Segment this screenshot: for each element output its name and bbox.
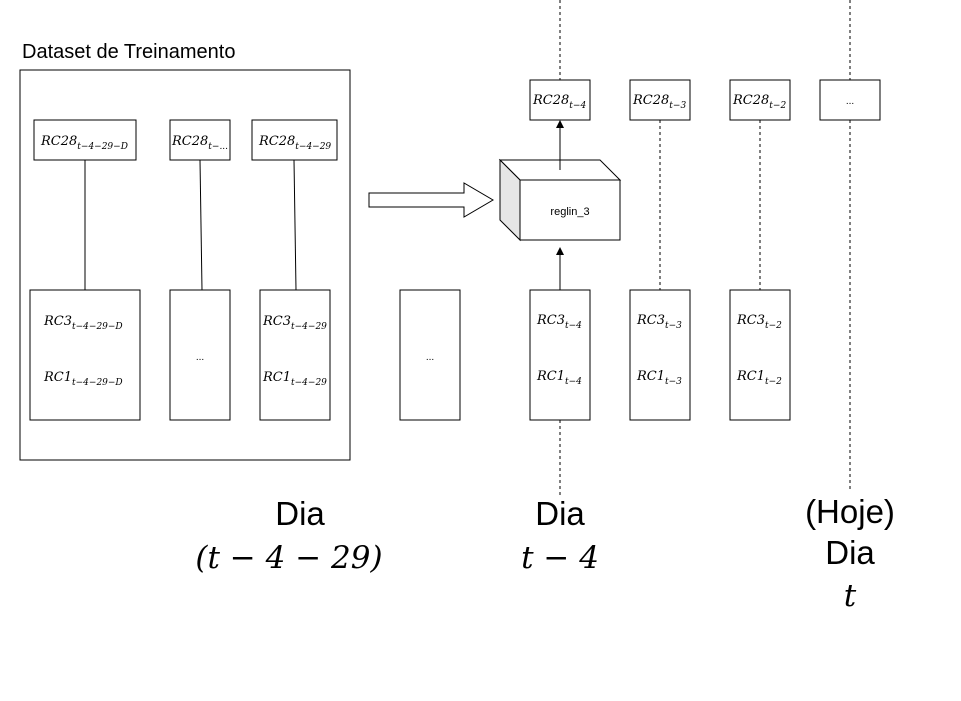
svg-text:RC28t−3: RC28t−3 bbox=[632, 93, 686, 111]
svg-text:RC28t−2: RC28t−2 bbox=[732, 93, 786, 111]
training-to-model-arrow bbox=[368, 182, 494, 218]
timeline-top-box-t3: RC28t−3 bbox=[629, 79, 691, 121]
day-label-train: Dia bbox=[275, 495, 325, 532]
model-cube: reglin_3 bbox=[498, 158, 622, 242]
day-label-train-math: (t − 4 − 29) bbox=[195, 540, 382, 576]
training-dataset-title: Dataset de Treinamento bbox=[22, 41, 235, 63]
day-label-today-math: t bbox=[844, 578, 857, 614]
training-top-box-1: RC28t−4−29−D bbox=[33, 119, 137, 161]
day-label-today: Dia bbox=[825, 534, 875, 571]
day-label-t4-math: t − 4 bbox=[521, 540, 599, 576]
svg-text:RC3t−4−29−D: RC3t−4−29−D bbox=[43, 314, 123, 332]
svg-text:RC28t−...: RC28t−... bbox=[171, 134, 228, 152]
training-bottom-box-3: RC3t−4−29 RC1t−4−29 bbox=[259, 289, 331, 421]
svg-text:RC3t−3: RC3t−3 bbox=[636, 313, 682, 331]
svg-text:RC1t−4−29−D: RC1t−4−29−D bbox=[43, 370, 123, 388]
svg-text:RC28t−4−29−D: RC28t−4−29−D bbox=[40, 134, 128, 152]
timeline-bottom-box-t2: RC3t−2 RC1t−2 bbox=[729, 289, 791, 421]
training-top-box-2: RC28t−... bbox=[169, 119, 231, 161]
training-bottom-box-2: ... bbox=[169, 289, 231, 421]
training-connector-2 bbox=[199, 159, 203, 291]
training-bottom-box-1: RC3t−4−29−D RC1t−4−29−D bbox=[29, 289, 141, 421]
timeline-top-box-t2: RC28t−2 bbox=[729, 79, 791, 121]
training-dataset-frame bbox=[19, 69, 351, 461]
training-connector-3 bbox=[293, 159, 297, 291]
svg-text:RC3t−4: RC3t−4 bbox=[536, 313, 582, 331]
svg-text:RC1t−3: RC1t−3 bbox=[636, 369, 682, 387]
svg-text:...: ... bbox=[426, 352, 434, 363]
day-label-today-hoje: (Hoje) bbox=[805, 493, 895, 530]
svg-text:RC28t−4−29: RC28t−4−29 bbox=[258, 134, 331, 152]
svg-text:RC3t−4−29: RC3t−4−29 bbox=[262, 314, 327, 332]
svg-text:RC1t−4: RC1t−4 bbox=[536, 369, 582, 387]
svg-text:RC1t−4−29: RC1t−4−29 bbox=[262, 370, 327, 388]
svg-text:RC3t−2: RC3t−2 bbox=[736, 313, 782, 331]
svg-text:RC28t−4: RC28t−4 bbox=[532, 93, 586, 111]
timeline-bottom-box-t4: RC3t−4 RC1t−4 bbox=[529, 289, 591, 421]
timeline-top-box-t4: RC28t−4 bbox=[529, 79, 591, 121]
model-label: reglin_3 bbox=[550, 206, 589, 218]
timeline-top-box-today: ... bbox=[819, 79, 881, 121]
svg-text:...: ... bbox=[196, 352, 204, 363]
training-top-box-3: RC28t−4−29 bbox=[251, 119, 338, 161]
timeline-bottom-box-t3: RC3t−3 RC1t−3 bbox=[629, 289, 691, 421]
middle-ellipsis-box: ... bbox=[399, 289, 461, 421]
day-label-t4: Dia bbox=[535, 495, 585, 532]
svg-text:RC1t−2: RC1t−2 bbox=[736, 369, 782, 387]
svg-text:...: ... bbox=[846, 96, 854, 107]
